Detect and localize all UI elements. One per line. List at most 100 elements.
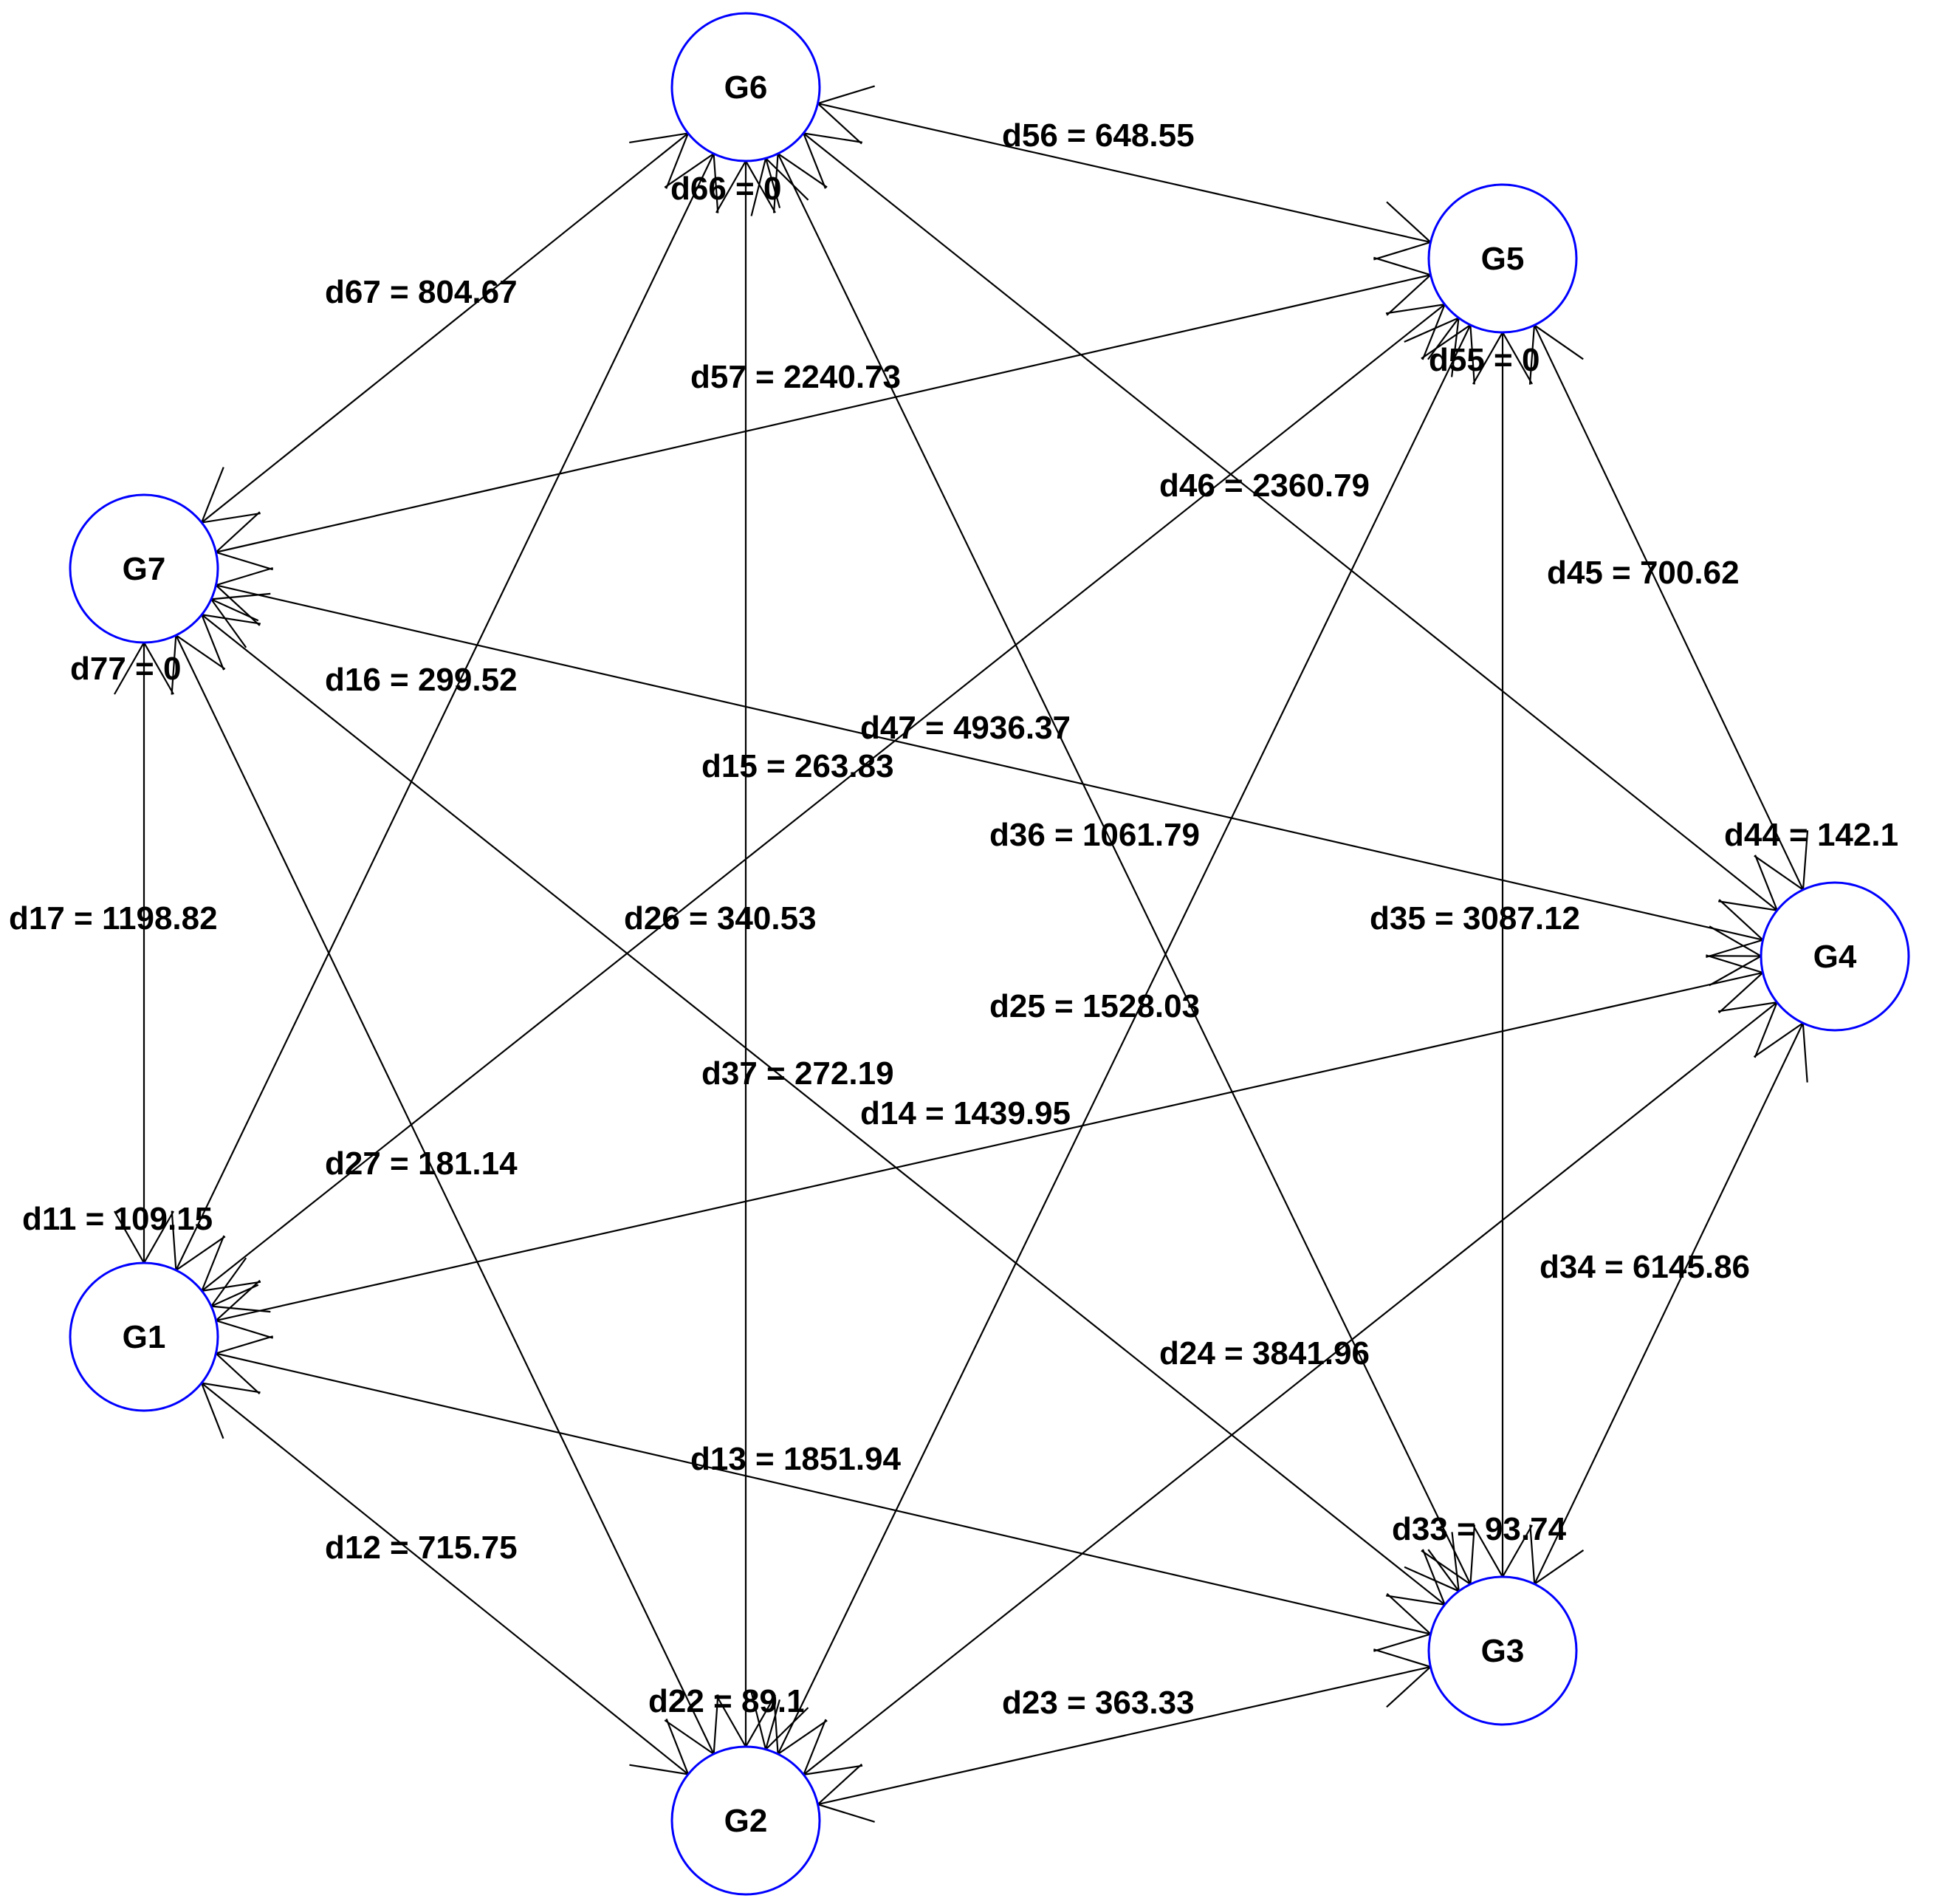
edge-G2-G6 [715,159,776,1749]
node-G3: G3 [1427,1575,1578,1726]
self-loop-label-G6: d66 = 0 [670,171,781,207]
arrowhead-icon [200,1382,261,1439]
node-circle [1760,881,1910,1032]
edge-label-G5-G7: d57 = 2240.73 [690,359,901,395]
edge-labels-layer: d12 = 715.75 d13 = 1851.94 d14 = 1439.95 d1… [9,117,1898,1721]
edge-G1-G2 [200,1382,690,1775]
self-loop-label-G1: d11 = 109.15 [22,1201,213,1237]
edge-label-G1-G4: d14 = 1439.95 [860,1095,1071,1131]
edge-line [216,274,1431,553]
edge-line [216,584,1763,941]
edge-line [201,304,1446,1292]
edge-G2-G3 [816,1648,1432,1823]
edge-G4-G7 [214,566,1765,959]
node-G2: G2 [670,1745,821,1896]
edge-label-G1-G2: d12 = 715.75 [325,1530,518,1566]
node-circle [670,1745,821,1896]
self-loop-line [210,598,259,622]
edge-label-G1-G3: d13 = 1851.94 [690,1441,902,1477]
node-G7: G7 [69,493,219,644]
self-loop-line [764,1699,781,1750]
edge-label-G5-G6: d56 = 648.55 [1002,117,1195,154]
self-loop-label-G2: d22 = 89.1 [648,1683,805,1719]
arrowhead-icon [200,613,261,671]
edge-G1-G7 [114,640,174,1265]
edge-label-G1-G6: d16 = 299.52 [325,662,518,698]
edge-label-G1-G7: d17 = 1198.82 [9,900,218,936]
arrowhead-icon [1385,1549,1446,1606]
edge-label-G2-G5: d25 = 1528.03 [989,988,1200,1024]
arrowhead-icon [1718,855,1779,912]
node-G5: G5 [1427,183,1578,334]
node-circle [1427,1575,1578,1726]
arrowhead-icon [802,1719,863,1776]
edges-layer [114,85,1809,1823]
node-circle [670,12,821,162]
self-loop-label-G4: d44 = 142.1 [1724,817,1898,853]
self-loop-label-G7: d77 = 0 [70,651,181,687]
self-loop-G4 [1709,925,1763,987]
edge-G4-G5 [1528,323,1809,891]
edge-G2-G5 [773,323,1475,1756]
edge-G6-G7 [200,132,690,524]
self-loop-line [210,1284,259,1307]
edge-line [817,103,1431,243]
self-loop-line [1427,1549,1460,1592]
edge-label-G3-G5: d35 = 3087.12 [1370,900,1580,936]
edge-line [803,1001,1778,1775]
edge-G1-G6 [171,152,719,1272]
edge-label-G4-G6: d46 = 2360.79 [1159,468,1370,504]
edge-G3-G5 [1472,330,1533,1579]
edge-line [777,324,1472,1755]
arrowhead-icon [1717,1001,1779,1058]
edge-label-G3-G7: d37 = 272.19 [701,1055,894,1092]
edge-line [803,132,1778,911]
edge-label-G4-G5: d45 = 700.62 [1547,555,1740,591]
node-label: G2 [724,1803,768,1839]
edge-label-G4-G7: d47 = 4936.37 [860,710,1071,746]
edge-line [201,614,1446,1606]
edge-G2-G7 [171,634,719,1756]
edge-G1-G5 [200,303,1446,1292]
node-G4: G4 [1760,881,1910,1032]
edge-line [1534,1022,1804,1585]
node-circle [69,1261,219,1412]
edge-label-G3-G6: d36 = 1061.79 [989,817,1200,853]
edge-line [216,1352,1431,1635]
node-circle [69,493,219,644]
arrowhead-icon [802,131,862,189]
edge-label-G2-G4: d24 = 3841.96 [1159,1335,1370,1372]
self-loop-label-G5: d55 = 0 [1429,342,1540,378]
edge-line [201,132,689,524]
edge-label-G2-G7: d27 = 181.14 [325,1146,518,1182]
edge-line [175,153,715,1271]
edge-G4-G6 [802,131,1779,912]
edge-line [175,634,715,1755]
node-label: G6 [724,69,768,106]
node-G6: G6 [670,12,821,162]
node-circle [1427,183,1578,334]
edge-label-G2-G3: d23 = 363.33 [1002,1685,1195,1721]
edge-label-G1-G5: d15 = 263.83 [701,748,894,784]
edge-G5-G6 [816,85,1432,261]
edge-line [817,1665,1431,1806]
edge-label-G3-G4: d34 = 6145.86 [1540,1249,1750,1285]
self-loop-line [1427,317,1460,360]
node-label: G4 [1813,939,1857,975]
self-loop-line [765,157,781,208]
edge-line [201,1382,689,1775]
arrowhead-icon [200,1235,261,1292]
node-G1: G1 [69,1261,219,1412]
edge-line [216,971,1763,1322]
edge-G3-G4 [1529,1021,1808,1586]
edge-label-G6-G7: d67 = 804.67 [325,274,518,310]
node-label: G5 [1481,241,1525,277]
arrowhead-icon [629,1718,690,1775]
edge-line [777,153,1472,1585]
edge-G1-G3 [214,1335,1432,1652]
self-loop-label-G3: d33 = 93.74 [1392,1511,1567,1547]
arrowhead-icon [200,467,261,524]
node-label: G1 [123,1319,166,1355]
